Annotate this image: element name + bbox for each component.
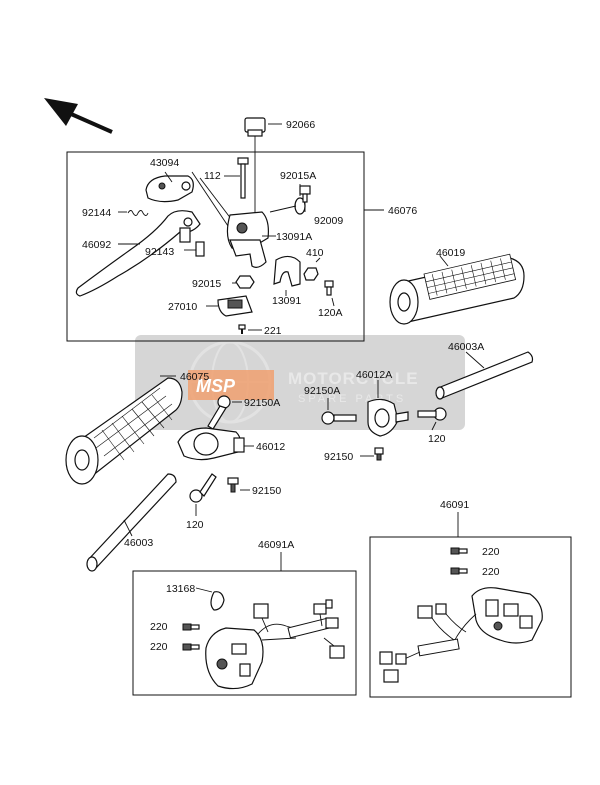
part-13168-connector [195,587,225,611]
part-120A-screw [324,280,335,307]
label-92015A: 92015A [280,170,316,182]
part-46012-clamp [177,427,254,461]
label-27010: 27010 [168,301,197,313]
part-92066-cap [244,117,282,220]
part-43094-bracket [145,171,239,233]
part-220-screw-left-1 [182,623,200,631]
part-27010-switch [206,295,253,317]
part-220-screw-left-2 [182,643,200,651]
label-46075: 46075 [180,371,209,383]
part-46091A-left-switch [205,599,345,690]
switch-right-frame [369,536,572,698]
part-92150A-screw-right [321,398,357,425]
watermark-logo-text: MSP [196,376,236,396]
label-92009: 92009 [314,215,343,227]
part-92150-bolt-left [227,477,250,493]
label-92144: 92144 [82,207,111,219]
part-120-screw-right [417,407,447,431]
part-13091A-clamp-body [226,211,276,268]
label-92066: 92066 [286,119,315,131]
part-92009-screw [299,185,311,212]
part-220-screw-right-1 [450,547,468,555]
watermark-line1: MOTORCYCLE [288,369,419,388]
part-92144-spring [118,210,149,216]
part-410-washer [303,257,321,281]
part-46075-left-grip [65,375,183,485]
part-46003A-throttle-pipe [435,351,534,400]
switch-left-frame [132,570,357,696]
label-46076: 46076 [388,205,417,217]
label-92150A-right: 92150A [304,385,340,397]
label-120-right: 120 [428,433,446,445]
part-13091-clamp [273,255,301,296]
part-92015-nut [232,275,255,289]
part-46019-throttle-grip [389,253,525,325]
label-92150-left: 92150 [252,485,281,497]
part-46091-right-switch [379,587,543,683]
part-221-screw [238,324,262,334]
direction-arrow-icon [44,98,113,134]
label-46019: 46019 [436,247,465,259]
label-92143: 92143 [145,246,174,258]
label-13091: 13091 [272,295,301,307]
label-120-left: 120 [186,519,204,531]
label-220-right-1: 220 [482,546,500,558]
lever-assembly-frame [66,151,365,342]
part-92150-bolt-right [360,447,384,461]
part-112-bolt [224,157,249,199]
label-410: 410 [306,247,324,259]
part-120-screw-left [189,473,217,516]
watermark-logo-box [188,370,274,400]
part-46003-pipe [86,473,177,572]
label-13091A: 13091A [276,231,312,243]
label-220-left-1: 220 [150,621,168,633]
part-92150A-screw-left [207,395,242,430]
part-46092-lever [75,210,201,297]
label-43094: 43094 [150,157,179,169]
part-46012A-clamp [367,380,409,437]
label-46012: 46012 [256,441,285,453]
label-220-right-2: 220 [482,566,500,578]
label-220-left-2: 220 [150,641,168,653]
label-112: 112 [204,170,221,182]
label-13168: 13168 [166,583,195,595]
label-46003A: 46003A [448,341,484,353]
label-46012A: 46012A [356,369,392,381]
label-92015: 92015 [192,278,221,290]
label-46091A: 46091A [258,539,294,551]
part-92143-collar [184,241,205,257]
label-120A: 120A [318,307,343,319]
label-221: 221 [264,325,282,337]
label-92150-right: 92150 [324,451,353,463]
part-220-screw-right-2 [450,567,468,575]
label-46092: 46092 [82,239,111,251]
label-92150A-left: 92150A [244,397,280,409]
label-46003: 46003 [124,537,153,549]
label-46091: 46091 [440,499,469,511]
